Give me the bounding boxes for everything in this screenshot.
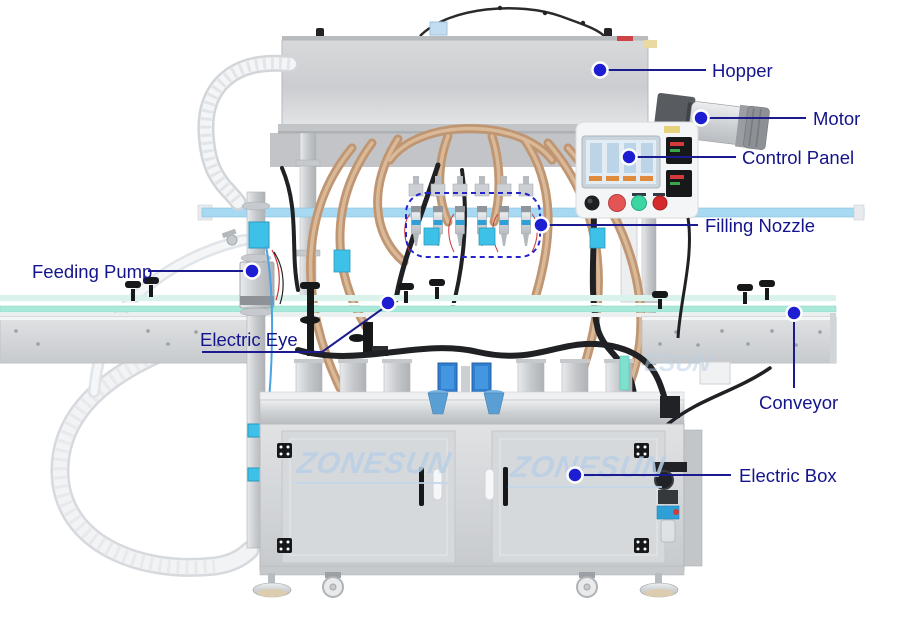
door-hinges bbox=[277, 443, 649, 553]
label-conveyor: Conveyor bbox=[759, 392, 839, 413]
watermark-left-door: ZONESUN bbox=[293, 447, 454, 484]
hopper-cable bbox=[419, 7, 607, 39]
label-control-panel: Control Panel bbox=[742, 147, 855, 168]
label-electric-box: Electric Box bbox=[739, 465, 837, 486]
panel-buttons bbox=[584, 193, 668, 212]
door-handles bbox=[419, 467, 508, 506]
panel-sticker bbox=[664, 126, 680, 133]
conveyor-right-body bbox=[641, 316, 837, 364]
junction-box bbox=[699, 361, 731, 385]
pneumatic-blocks bbox=[333, 227, 606, 273]
watermark-right-door: ZONESUN bbox=[507, 451, 668, 488]
pneumatic-filter-unit bbox=[653, 396, 687, 543]
filling-nozzles bbox=[404, 176, 541, 258]
panel-cable bbox=[676, 217, 691, 339]
label-hopper: Hopper bbox=[712, 60, 773, 81]
label-electric-eye: Electric Eye bbox=[200, 329, 298, 350]
caution-sticker bbox=[644, 40, 657, 48]
feet-and-casters bbox=[252, 572, 679, 598]
red-button-large bbox=[608, 194, 626, 212]
rail-clamp-knobs bbox=[125, 277, 775, 309]
machine-table bbox=[259, 355, 685, 425]
electric-box-cabinet bbox=[252, 396, 703, 598]
hopper-label-sticker bbox=[429, 21, 448, 36]
bottle-cones bbox=[427, 390, 505, 415]
selector-knob bbox=[584, 195, 600, 211]
watermark-conveyor-faint: ZONESUN bbox=[645, 350, 711, 376]
drain-hose bbox=[50, 320, 260, 577]
red-button-small bbox=[652, 195, 668, 211]
label-motor: Motor bbox=[813, 108, 861, 129]
green-button bbox=[631, 195, 647, 211]
braided-hoses bbox=[306, 124, 646, 405]
hopper bbox=[278, 5, 657, 134]
pump-sensor-block bbox=[248, 221, 270, 249]
warning-sticker bbox=[617, 36, 633, 41]
cabinet-door-left bbox=[281, 430, 456, 564]
label-feeding-pump: Feeding Pump bbox=[32, 261, 153, 282]
label-filling-nozzle: Filling Nozzle bbox=[705, 215, 816, 236]
